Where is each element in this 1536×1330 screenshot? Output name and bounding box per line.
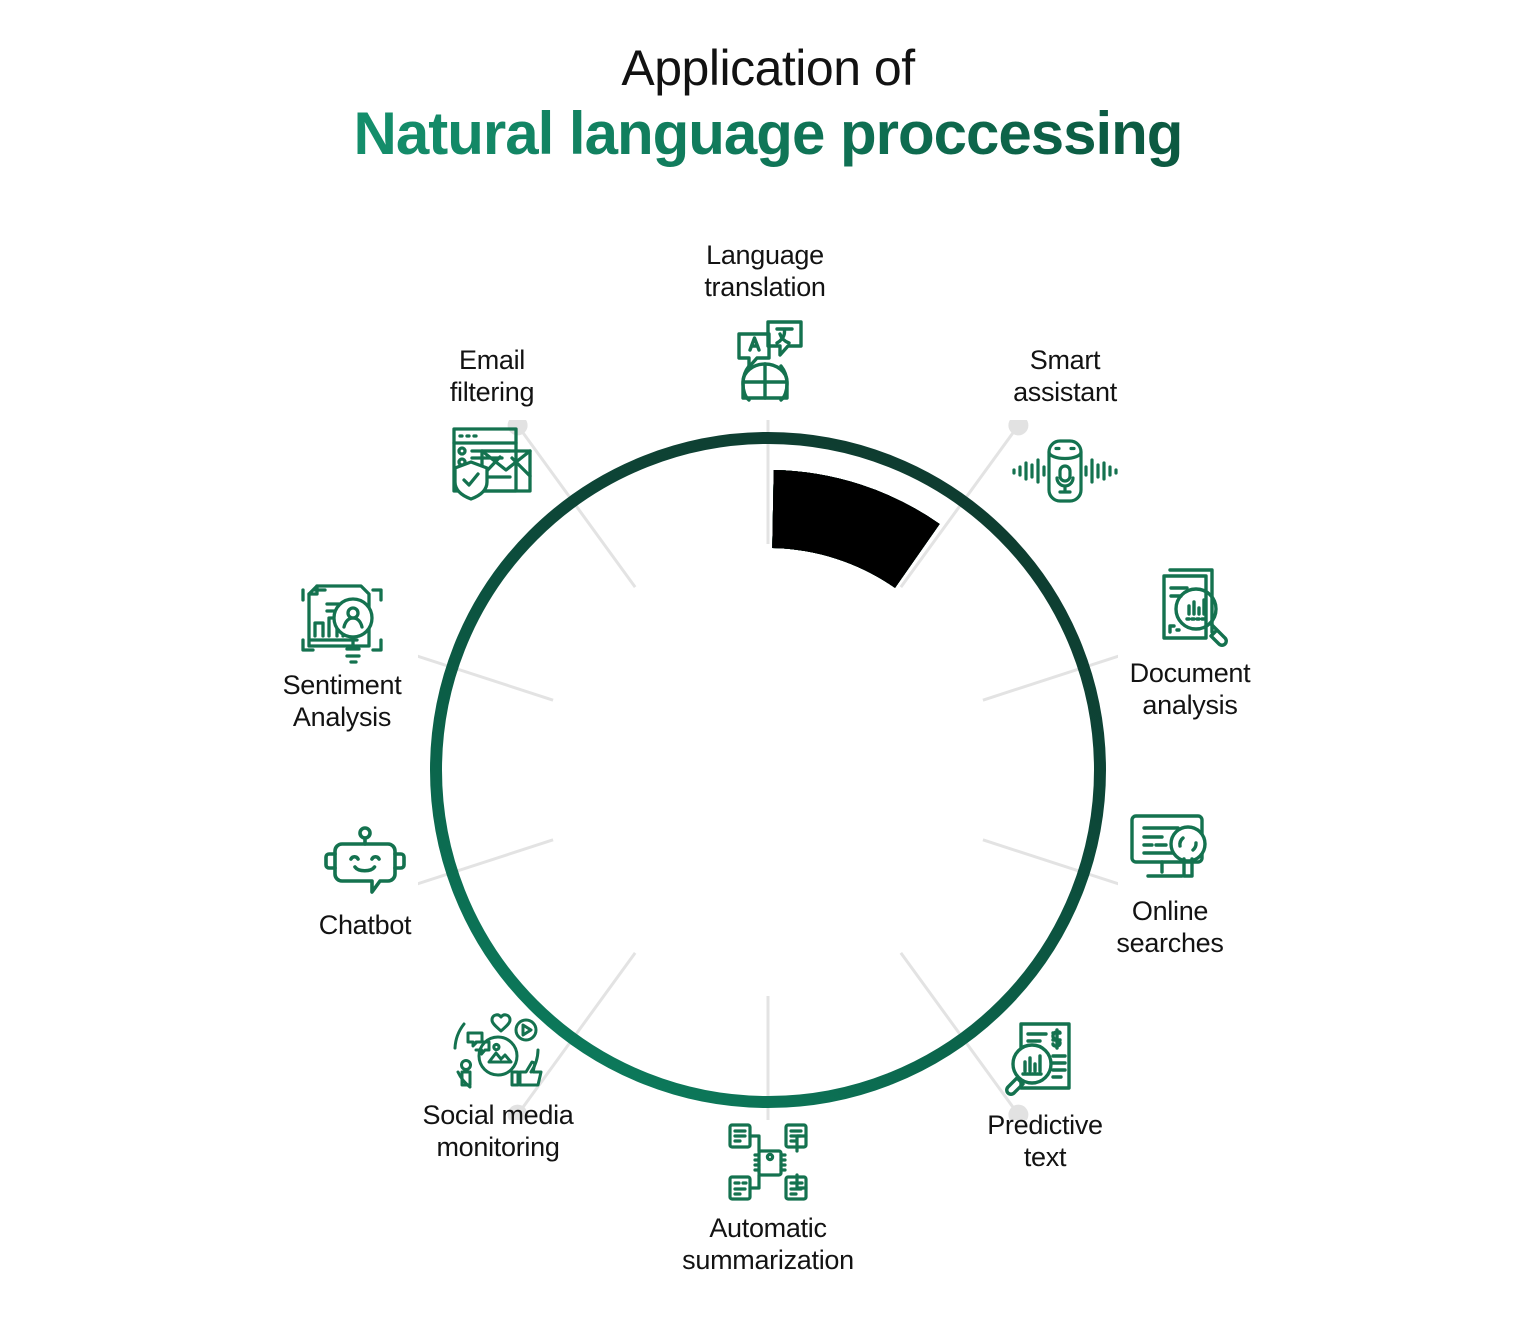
connector-line xyxy=(516,424,637,589)
monitor-search-icon xyxy=(1040,798,1300,890)
connector-dots xyxy=(507,420,1029,1120)
node-predictive-text[interactable]: Predictive text xyxy=(915,1012,1175,1174)
node-label: Predictive text xyxy=(987,1110,1103,1172)
smart-speaker-icon xyxy=(935,415,1195,507)
connector-line xyxy=(899,424,1020,589)
email-shield-icon xyxy=(362,415,622,507)
robot-head-icon xyxy=(235,812,495,904)
donut-slices xyxy=(772,470,940,588)
node-label: Automatic summarization xyxy=(682,1213,854,1275)
connector-dot xyxy=(507,420,528,436)
node-label: Social media monitoring xyxy=(422,1100,574,1162)
node-email-filtering[interactable]: Email filtering xyxy=(362,345,622,507)
node-language-translation[interactable]: Language translation xyxy=(635,240,895,402)
node-label: Email filtering xyxy=(449,345,535,407)
node-smart-assistant[interactable]: Smart assistant xyxy=(935,345,1195,507)
connector-line xyxy=(418,654,554,702)
translation-icon xyxy=(635,310,895,402)
chip-documents-network-icon xyxy=(638,1115,898,1207)
connector-line xyxy=(899,951,1020,1116)
title-line-1: Application of xyxy=(621,40,915,96)
node-label: Online searches xyxy=(1116,896,1224,958)
invoice-chart-search-icon xyxy=(915,1012,1175,1104)
connector-line xyxy=(516,951,637,1116)
donut-slice[interactable] xyxy=(772,470,940,588)
connector-line xyxy=(418,838,554,886)
connector-line xyxy=(982,654,1118,702)
document-chart-search-icon xyxy=(1060,560,1320,652)
outer-ring xyxy=(430,432,1106,1108)
node-online-searches[interactable]: Online searches xyxy=(1040,798,1300,960)
chart-person-search-icon xyxy=(212,572,472,664)
node-label: Smart assistant xyxy=(1013,345,1117,407)
node-automatic-summarization[interactable]: Automatic summarization xyxy=(638,1115,898,1277)
node-label: Language translation xyxy=(704,240,826,302)
social-media-icon xyxy=(368,1002,628,1094)
connector-dot xyxy=(1008,1104,1029,1120)
donut-chart xyxy=(418,420,1118,1120)
node-social-media-monitoring[interactable]: Social media monitoring xyxy=(368,1002,628,1164)
page-title: Application of Natural language proccess… xyxy=(0,42,1536,168)
connector-lines xyxy=(418,420,1118,1120)
connector-line xyxy=(982,838,1118,886)
node-sentiment-analysis[interactable]: Sentiment Analysis xyxy=(212,572,472,734)
node-chatbot[interactable]: Chatbot xyxy=(235,812,495,942)
title-line-2: Natural language proccessing xyxy=(0,99,1536,168)
connector-dot xyxy=(1008,420,1029,436)
node-document-analysis[interactable]: Document analysis xyxy=(1060,560,1320,722)
node-label: Document analysis xyxy=(1129,658,1251,720)
node-label: Chatbot xyxy=(318,910,412,940)
connector-dot xyxy=(507,1104,528,1120)
node-label: Sentiment Analysis xyxy=(282,670,402,732)
